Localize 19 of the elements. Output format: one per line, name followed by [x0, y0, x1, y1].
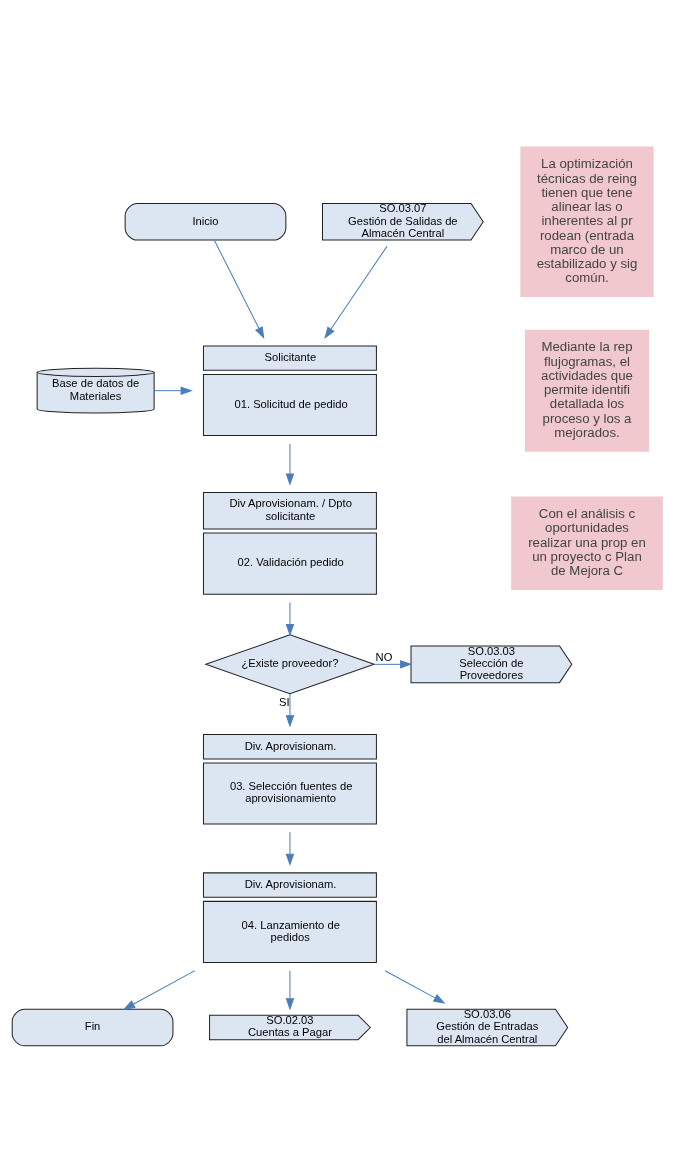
- arrow: [285, 970, 295, 1011]
- arrow: [153, 386, 193, 395]
- label: La optimización técnicas de reing tienen que tene alinear las o inherentes al pr rodean (entrada marco de un estabilizado y sig común.: [536, 156, 638, 286]
- arrow: [384, 970, 446, 1004]
- arrow: [285, 443, 295, 486]
- arrow: [285, 601, 295, 637]
- arrow: [285, 693, 295, 728]
- arrow: [122, 970, 196, 1010]
- arrow: [324, 245, 388, 339]
- label: Con el análisis c oportunidades realizar una prop en un proyecto c Plan de Mejora C: [528, 506, 646, 579]
- node-diamond: ¿Existe proveedor?: [204, 634, 376, 695]
- edge-label: SI: [279, 696, 290, 709]
- arrow: [285, 831, 295, 866]
- node-box: Inicio: [124, 202, 287, 241]
- arrow: [213, 239, 265, 340]
- node-box: Fin: [11, 1008, 174, 1047]
- arrow: [373, 660, 413, 669]
- edge-label: NO: [375, 651, 393, 664]
- label: Mediante la rep flujogramas, el actividades que permite identifi detallada los proceso y los a mejorados.: [541, 339, 633, 440]
